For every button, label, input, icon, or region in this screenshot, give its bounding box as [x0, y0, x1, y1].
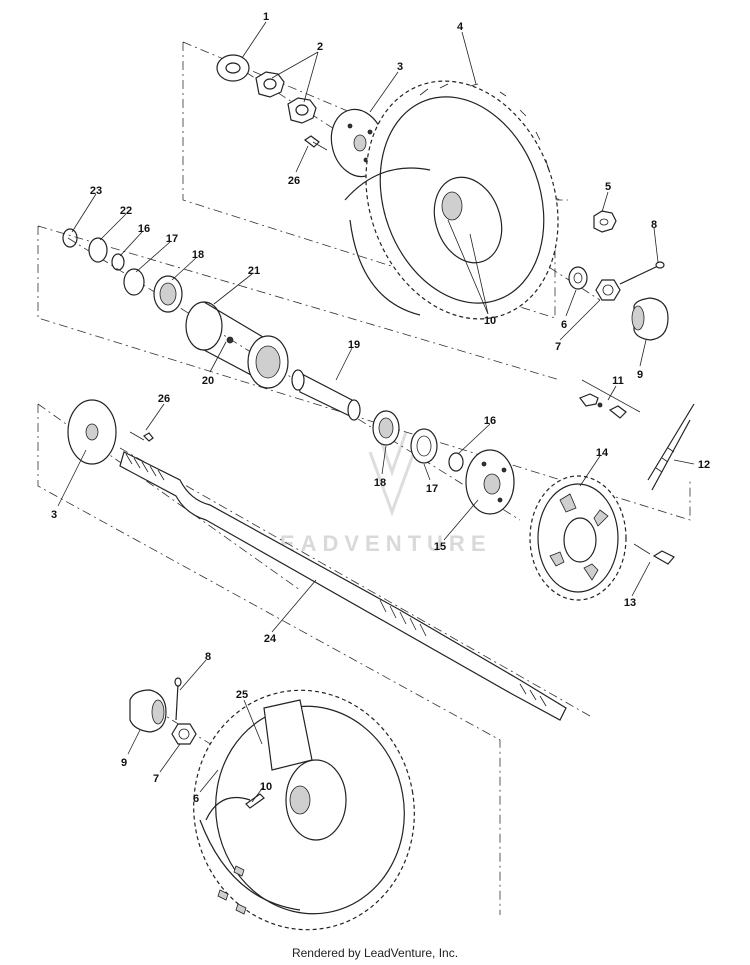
watermark: LEADVENTURE	[260, 431, 486, 556]
lock-nuts-part-2	[255, 71, 317, 124]
cotter-pin-part-8-lower	[174, 677, 182, 721]
callout-9-lower: 9	[121, 757, 127, 769]
castle-nut-part-7	[595, 279, 621, 301]
bolt-part-13	[633, 543, 675, 565]
callout-10: 10	[484, 315, 496, 327]
hub-flange-part-3-lower	[67, 399, 117, 465]
o-ring-part-16	[111, 253, 125, 271]
callout-26: 26	[288, 175, 300, 187]
cotter-pin-part-8	[619, 261, 665, 285]
bolt-part-26-lower	[129, 431, 154, 442]
callout-17-lower: 17	[426, 483, 438, 495]
callout-16: 16	[138, 223, 150, 235]
callout-12: 12	[698, 459, 710, 471]
callout-6-lower: 6	[193, 793, 199, 805]
callout-18-lower: 18	[374, 477, 386, 489]
callout-6: 6	[561, 319, 567, 331]
callout-1: 1	[263, 11, 269, 23]
callout-21: 21	[248, 265, 260, 277]
callout-9: 9	[637, 369, 643, 381]
callout-10-lower: 10	[260, 781, 272, 793]
seal-part-22	[88, 237, 108, 263]
callout-2: 2	[317, 41, 323, 53]
callout-24: 24	[264, 633, 277, 645]
callout-13: 13	[624, 597, 636, 609]
callout-23: 23	[90, 185, 102, 197]
callout-15: 15	[434, 541, 446, 553]
axle-shaft-part-24	[119, 451, 567, 721]
callout-17: 17	[166, 233, 178, 245]
tire-part-4	[344, 80, 559, 320]
bolt-part-26	[303, 135, 328, 151]
master-link-part-11	[579, 379, 641, 419]
leader-lines	[57, 21, 695, 803]
sprocket-part-14	[529, 475, 627, 601]
callout-3-lower: 3	[51, 509, 57, 521]
callout-16-lower: 16	[484, 415, 496, 427]
sleeve-part-19	[291, 369, 361, 421]
cap-part-9	[631, 297, 669, 341]
callout-7-lower: 7	[153, 773, 159, 785]
chain-part-12	[647, 403, 695, 491]
callout-7: 7	[555, 341, 561, 353]
callout-19: 19	[348, 339, 360, 351]
snap-ring-part-23	[62, 228, 78, 248]
sprocket-hub-part-15	[465, 449, 515, 515]
callout-26-lower: 26	[158, 393, 170, 405]
tire-part-25	[193, 689, 415, 931]
castle-nut-part-7-lower	[171, 723, 197, 745]
nut-part-5	[593, 210, 617, 233]
callout-14: 14	[596, 447, 609, 459]
callout-3: 3	[397, 61, 403, 73]
callout-8: 8	[651, 219, 657, 231]
bearing-part-18-right	[372, 410, 400, 446]
washer-part-1	[216, 54, 250, 82]
spacer-part-17	[123, 268, 145, 296]
washer-part-6	[568, 266, 588, 290]
callout-18: 18	[192, 249, 204, 261]
callout-5: 5	[605, 181, 611, 193]
callout-25: 25	[236, 689, 248, 701]
cap-part-9-lower	[129, 689, 167, 733]
callout-4: 4	[457, 21, 464, 33]
axle-housing-part-21	[185, 301, 289, 389]
o-ring-part-16-right	[448, 452, 464, 472]
callout-11: 11	[612, 375, 624, 387]
spacer-part-17-right	[410, 428, 438, 464]
bearing-part-18-left	[153, 275, 183, 313]
callout-8-lower: 8	[205, 651, 211, 663]
callout-20: 20	[202, 375, 214, 387]
callout-22: 22	[120, 205, 132, 217]
callout-labels: 1 2 3 4 26 23 22 16 17 18 21 5 8 6 7 9 1…	[51, 11, 710, 805]
footer-credit: Rendered by LeadVenture, Inc.	[291, 946, 459, 960]
